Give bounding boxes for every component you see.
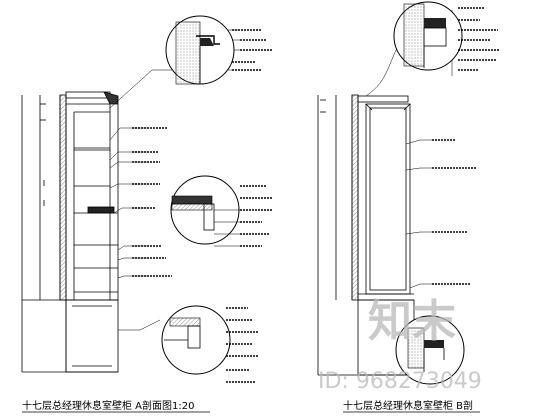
section-a-mid-label-strokes: [240, 185, 272, 247]
section-b-top-label-strokes: [458, 7, 500, 71]
watermark: 知末 ID: 968273049: [318, 296, 482, 394]
section-a-label-strokes: [132, 29, 272, 277]
section-a-detail-callout-top: [165, 15, 235, 85]
section-a-wall-hatch: [59, 94, 67, 301]
section-b-label-strokes: [432, 139, 476, 285]
section-a-detail-callout-bottom: [118, 305, 231, 375]
section-b-title: 十七层总经理休息室壁柜 B剖: [343, 399, 473, 412]
section-a: [21, 91, 119, 373]
section-a-crown-molding: [65, 91, 111, 99]
section-b-detail-callout-top: [393, 1, 463, 71]
section-b-crown-molding: [357, 95, 409, 103]
section-b-cabinet-box: [365, 103, 411, 295]
section-a-detail-callout-mid: [170, 175, 240, 247]
section-a-drawer-top: [87, 206, 115, 214]
section-a-title: 十七层总经理休息室壁柜 A剖面图1:20: [22, 399, 194, 412]
section-a-base: [65, 299, 119, 373]
section-b-wall-hatch: [351, 94, 359, 301]
watermark-logo-text: 知末: [368, 296, 456, 347]
watermark-id-text: ID: 968273049: [318, 369, 482, 394]
section-a-bottom-label-strokes: [226, 307, 258, 383]
section-b-detail-callout-bottom: [395, 315, 465, 385]
